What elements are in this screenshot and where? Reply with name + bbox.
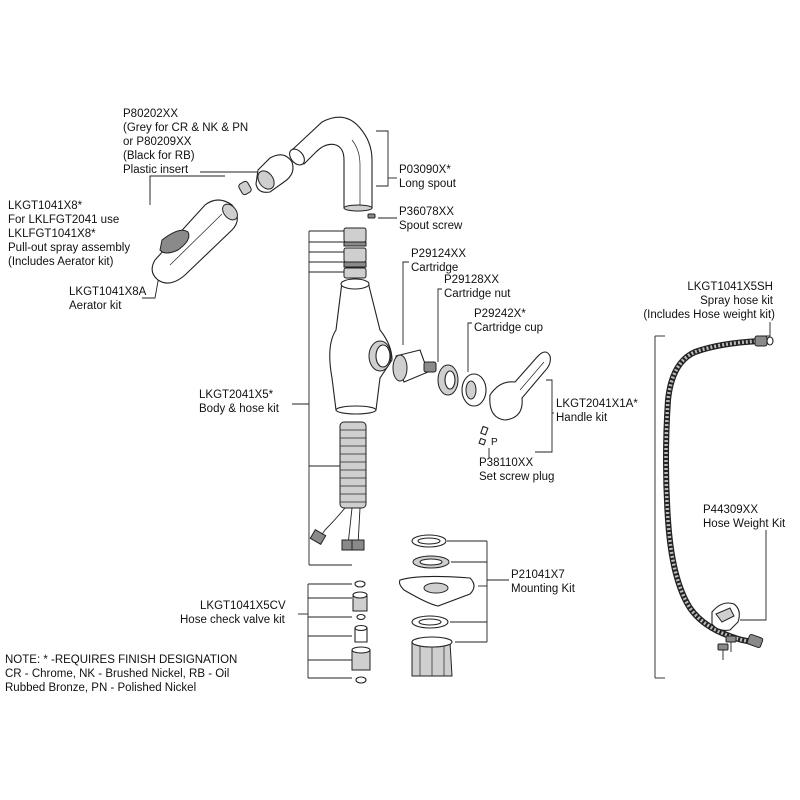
- svg-text:P29124XX: P29124XX: [411, 248, 466, 260]
- label-lkgt1041x5sh: LKGT1041X5SH Spray hose kit (Includes Ho…: [643, 281, 775, 321]
- svg-text:LKGT2041X1A*: LKGT2041X1A*: [556, 398, 638, 410]
- svg-text:LKGT1041X5CV: LKGT1041X5CV: [200, 600, 286, 612]
- pull-out-spray-assembly: [151, 199, 238, 284]
- svg-text:Body & hose kit: Body & hose kit: [199, 403, 280, 415]
- svg-text:Aerator kit: Aerator kit: [69, 300, 122, 312]
- leader-lines: [142, 130, 771, 679]
- label-p44309xx: P44309XX Hose Weight Kit: [703, 504, 786, 530]
- handle-lever: [489, 351, 551, 421]
- plastic-insert: [255, 154, 294, 193]
- svg-text:P44309XX: P44309XX: [703, 504, 758, 516]
- cartridge: [392, 349, 437, 383]
- svg-text:P03090X*: P03090X*: [399, 164, 451, 176]
- finish-designation-note: NOTE: * -REQUIRES FINISH DESIGNATION CR …: [5, 654, 237, 694]
- label-p38110xx: P38110XX Set screw plug: [479, 457, 554, 483]
- faucet-body: [329, 278, 393, 415]
- set-screw-p-mark: P: [491, 437, 498, 448]
- svg-text:(Includes Aerator kit): (Includes Aerator kit): [8, 256, 114, 268]
- spray-connector: [238, 180, 252, 196]
- svg-text:LKGT1041X8*: LKGT1041X8*: [8, 200, 83, 212]
- svg-text:LKLFGT1041X8*: LKLFGT1041X8*: [8, 228, 96, 240]
- svg-text:Hose check valve kit: Hose check valve kit: [180, 614, 286, 626]
- svg-text:LKGT1041X5SH: LKGT1041X5SH: [687, 281, 773, 293]
- svg-text:Hose Weight Kit: Hose Weight Kit: [703, 518, 786, 530]
- svg-text:LKGT2041X5*: LKGT2041X5*: [199, 389, 274, 401]
- svg-text:P29242X*: P29242X*: [474, 308, 526, 320]
- hose-check-valve-kit: [351, 580, 371, 684]
- label-lkgt1041x5cv: LKGT1041X5CV Hose check valve kit: [180, 600, 286, 626]
- svg-text:Cartridge cup: Cartridge cup: [474, 322, 543, 334]
- svg-text:Set screw plug: Set screw plug: [479, 471, 554, 483]
- set-screw-plug: [478, 425, 489, 446]
- svg-text:(Includes Hose weight kit): (Includes Hose weight kit): [643, 309, 775, 321]
- label-p80202xx: P80202XX (Grey for CR & NK & PN or P8020…: [123, 108, 248, 176]
- svg-text:For LKLFGT2041 use: For LKLFGT2041 use: [8, 214, 119, 226]
- svg-text:P38110XX: P38110XX: [479, 457, 533, 469]
- svg-text:CR - Chrome, NK - Brushed Nick: CR - Chrome, NK - Brushed Nickel, RB - O…: [5, 668, 229, 680]
- label-p36078xx: P36078XX Spout screw: [399, 206, 463, 232]
- label-p29242x: P29242X* Cartridge cup: [474, 308, 543, 334]
- svg-text:Long spout: Long spout: [399, 178, 457, 190]
- label-p29128xx: P29128XX Cartridge nut: [444, 274, 511, 300]
- svg-text:Pull-out spray assembly: Pull-out spray assembly: [8, 242, 130, 254]
- label-p21041x7: P21041X7 Mounting Kit: [511, 569, 576, 595]
- svg-text:P80202XX: P80202XX: [123, 108, 178, 120]
- hose-weight: [711, 602, 740, 660]
- label-p03090x: P03090X* Long spout: [399, 164, 457, 190]
- svg-text:Rubbed Bronze, PN - Polished N: Rubbed Bronze, PN - Polished Nickel: [5, 682, 196, 694]
- supply-lines: [309, 507, 365, 551]
- spout-screw: [367, 213, 376, 219]
- label-p29124xx: P29124XX Cartridge: [411, 248, 466, 274]
- svg-text:Handle kit: Handle kit: [556, 412, 608, 424]
- long-spout: [289, 116, 373, 212]
- svg-text:P36078XX: P36078XX: [399, 206, 454, 218]
- svg-text:Spray hose kit: Spray hose kit: [700, 295, 774, 307]
- body-corrugated-hose: [339, 421, 367, 509]
- svg-text:Mounting Kit: Mounting Kit: [511, 583, 576, 595]
- svg-text:Spout screw: Spout screw: [399, 220, 463, 232]
- svg-text:or P80209XX: or P80209XX: [123, 136, 192, 148]
- svg-text:P29128XX: P29128XX: [444, 274, 499, 286]
- svg-text:NOTE: * -REQUIRES FINISH DESIG: NOTE: * -REQUIRES FINISH DESIGNATION: [5, 654, 237, 666]
- svg-text:Plastic insert: Plastic insert: [123, 164, 189, 176]
- cartridge-cup: [461, 373, 487, 407]
- label-lkgt2041x1a: LKGT2041X1A* Handle kit: [556, 398, 638, 424]
- svg-text:Cartridge nut: Cartridge nut: [444, 288, 511, 300]
- mounting-kit: [398, 534, 475, 677]
- svg-text:(Grey for CR & NK & PN: (Grey for CR & NK & PN: [123, 122, 248, 134]
- svg-text:LKGT1041X8A: LKGT1041X8A: [69, 286, 147, 298]
- label-lkgt2041x5: LKGT2041X5* Body & hose kit: [199, 389, 280, 415]
- spray-hose: [663, 335, 774, 649]
- svg-text:(Black for RB): (Black for RB): [123, 150, 195, 162]
- svg-text:Cartridge: Cartridge: [411, 262, 458, 274]
- cartridge-nut: [437, 364, 459, 396]
- svg-text:P21041X7: P21041X7: [511, 569, 565, 581]
- label-lkgt1041x8: LKGT1041X8* For LKLFGT2041 use LKLFGT104…: [8, 200, 130, 268]
- label-lkgt1041x8a: LKGT1041X8A Aerator kit: [69, 286, 147, 312]
- spout-o-rings: [343, 227, 367, 279]
